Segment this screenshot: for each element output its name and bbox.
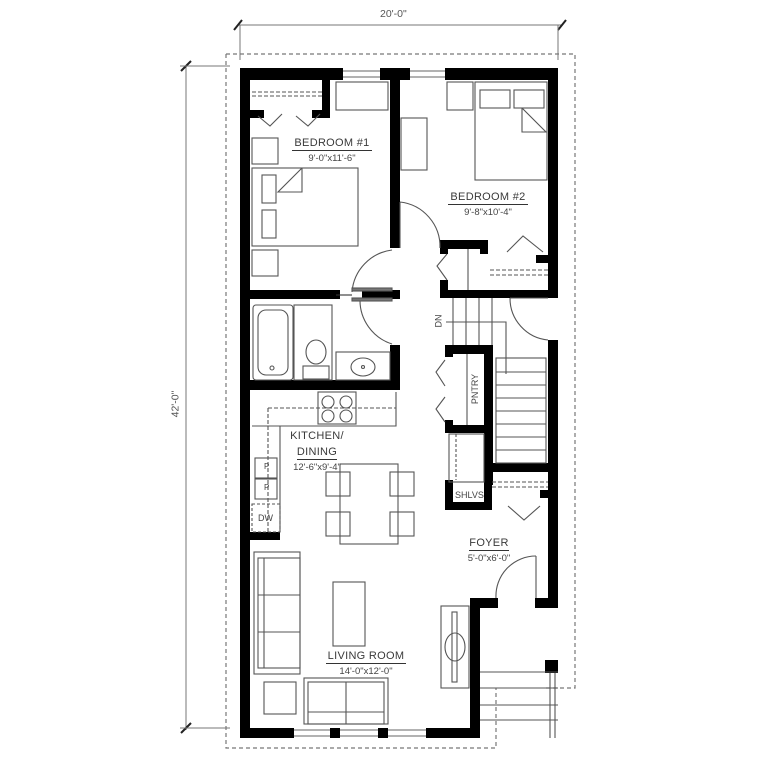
- fixtures: [251, 81, 558, 738]
- kitchen-dims: 12'-6"x9'-4": [293, 462, 341, 473]
- sink-left-label: P: [264, 462, 270, 471]
- dimension-lines: [180, 19, 567, 734]
- living-room-label: LIVING ROOM 14'-0"x12'-0": [326, 650, 406, 677]
- overall-depth-dimension: 42'-0": [169, 390, 182, 418]
- bedroom1-name: BEDROOM #1: [292, 137, 372, 151]
- foyer-label: FOYER 5'-0"x6'-0": [466, 533, 512, 564]
- bedroom2-label: BEDROOM #2 9'-8"x10'-4": [448, 191, 528, 218]
- overall-width-dimension: 20'-0": [380, 8, 407, 20]
- roof-outline: [225, 53, 576, 749]
- stair-down-label: DN: [433, 314, 444, 328]
- bedroom1-label: BEDROOM #1 9'-0"x11'-6": [292, 137, 372, 164]
- sink-right-label: P: [264, 483, 270, 492]
- stairs: [446, 298, 547, 464]
- kitchen-name-line2: DINING: [296, 446, 338, 460]
- foyer-dims: 5'-0"x6'-0": [467, 553, 511, 564]
- interior-walls: [240, 68, 558, 608]
- living-room-name: LIVING ROOM: [326, 650, 406, 664]
- pantry-label: PNTRY: [470, 373, 481, 405]
- exterior-walls: [240, 68, 558, 738]
- foyer-name: FOYER: [469, 537, 509, 551]
- kitchen-label: KITCHEN/ DINING 12'-6"x9'-4": [286, 430, 348, 473]
- kitchen-name-line1: KITCHEN/: [290, 430, 344, 442]
- bedroom1-dims: 9'-0"x11'-6": [308, 153, 356, 164]
- doors: [336, 201, 549, 599]
- bedroom2-dims: 9'-8"x10'-4": [464, 207, 512, 218]
- bedroom2-name: BEDROOM #2: [448, 191, 528, 205]
- living-room-dims: 14'-0"x12'-0": [339, 666, 393, 677]
- dishwasher-label: DW: [258, 513, 273, 523]
- shelves-label: SHLVS: [455, 490, 484, 500]
- windows: [294, 70, 445, 737]
